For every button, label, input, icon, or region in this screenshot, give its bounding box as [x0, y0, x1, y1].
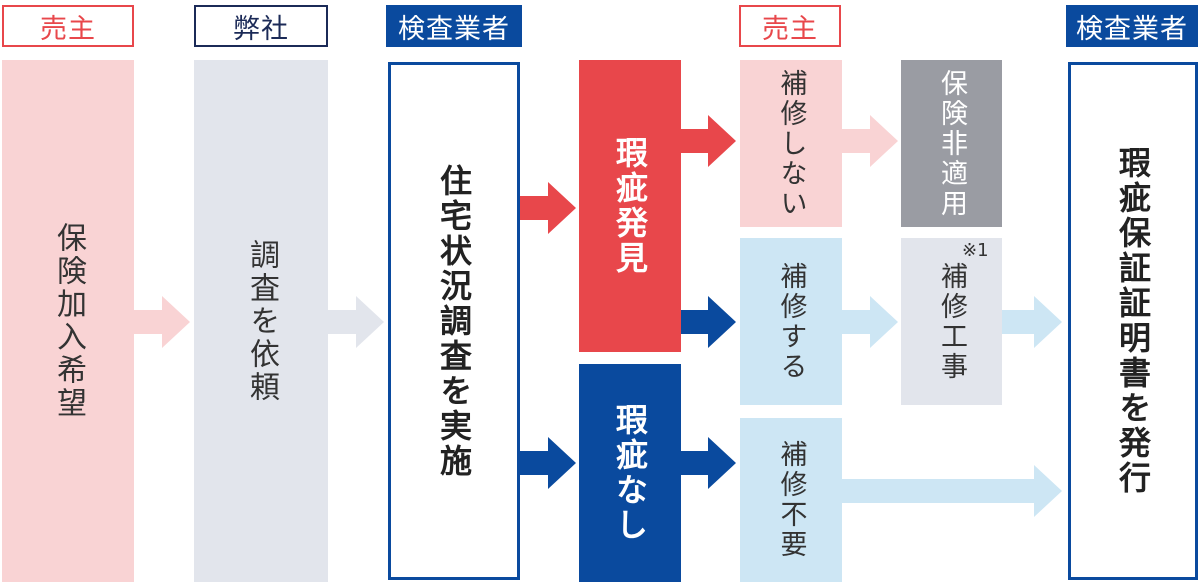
header-company-label: 弊社	[233, 13, 289, 45]
header-seller-left-label: 売主	[40, 13, 96, 45]
step-no-repair-needed: 補修不要	[740, 418, 842, 582]
arrow-defect-found-to-no-repair	[681, 115, 736, 167]
step-no-repair-label: 補修しない	[775, 68, 807, 219]
step-defect-found-label: 瑕疵発見	[611, 136, 649, 276]
step-issue-certificate: 瑕疵保証証明書を発行	[1068, 62, 1198, 580]
header-inspector-right: 検査業者	[1066, 5, 1198, 47]
step-insurance-request: 保険加入希望	[2, 60, 134, 582]
step-repair: 補修する	[740, 238, 842, 405]
step-insurance-request-label: 保険加入希望	[51, 222, 86, 420]
step-insurance-not-applicable: 保険非適用	[901, 60, 1002, 227]
step-conduct-inspection-label: 住宅状況調査を実施	[435, 163, 473, 479]
step-repair-label: 補修する	[775, 261, 807, 382]
arrow-defect-found-to-repair	[681, 296, 736, 348]
step-request-inspection: 調査を依頼	[194, 60, 328, 582]
arrow-repair-to-repair-work	[842, 296, 898, 348]
step-insurance-not-applicable-label: 保険非適用	[936, 68, 967, 219]
step-no-defect: 瑕疵なし	[579, 364, 681, 582]
arrow-company-to-inspector	[328, 296, 384, 348]
header-seller-left: 売主	[2, 5, 134, 47]
header-inspector-left: 検査業者	[386, 5, 522, 47]
step-repair-work-label: 補修工事	[936, 261, 967, 382]
step-conduct-inspection: 住宅状況調査を実施	[388, 62, 520, 580]
arrow-inspector-to-no-defect	[520, 437, 576, 489]
step-request-inspection-label: 調査を依頼	[244, 238, 279, 404]
arrow-no-defect-to-no-repair-needed	[681, 437, 736, 489]
step-no-repair-needed-label: 補修不要	[775, 440, 807, 560]
step-defect-found: 瑕疵発見	[579, 60, 681, 352]
step-issue-certificate-label: 瑕疵保証証明書を発行	[1114, 146, 1152, 496]
header-seller-right-label: 売主	[762, 13, 818, 45]
arrow-no-repair-needed-to-certificate	[842, 465, 1062, 517]
header-inspector-left-label: 検査業者	[398, 13, 510, 45]
arrow-seller-to-company	[134, 296, 190, 348]
step-no-repair: 補修しない	[740, 60, 842, 227]
arrow-inspector-to-defect-found	[520, 182, 576, 234]
repair-work-footnote-mark: ※1	[962, 240, 989, 261]
arrow-no-repair-to-not-applicable	[842, 115, 898, 167]
arrow-repair-work-to-certificate	[1002, 296, 1062, 348]
step-repair-work: 補修工事	[901, 238, 1002, 405]
header-seller-right: 売主	[739, 5, 841, 47]
header-inspector-right-label: 検査業者	[1076, 13, 1188, 45]
step-no-defect-label: 瑕疵なし	[611, 403, 649, 543]
header-company: 弊社	[194, 5, 328, 47]
